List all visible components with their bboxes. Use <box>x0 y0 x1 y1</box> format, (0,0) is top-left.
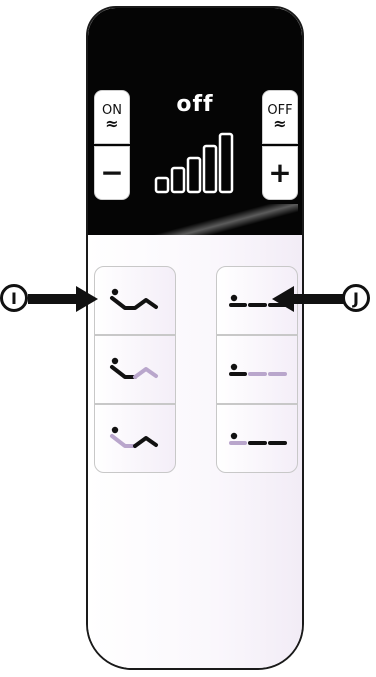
plus-button[interactable]: + <box>262 146 298 200</box>
left-arrow-icon <box>272 286 344 312</box>
intensity-bars-icon <box>154 132 234 194</box>
callout-i-label: I <box>0 284 28 312</box>
minus-button[interactable]: − <box>94 146 130 200</box>
recline-mid-icon <box>110 357 158 379</box>
wave-icon: ≈ <box>105 113 119 133</box>
flat-low-icon <box>229 432 287 445</box>
status-text: off <box>176 92 214 117</box>
off-label: OFF <box>267 102 293 118</box>
intensity-bar-5 <box>218 132 234 194</box>
plus-icon: + <box>268 156 292 189</box>
on-label: ON <box>102 102 122 118</box>
intensity-bar-3 <box>186 156 202 194</box>
right-preset-column <box>216 266 298 473</box>
preset-flat-low-button[interactable] <box>216 404 298 473</box>
left-preset-column <box>94 266 176 473</box>
minus-icon: − <box>100 156 124 189</box>
preset-recline-mid-button[interactable] <box>94 335 176 404</box>
preset-recline-full-button[interactable] <box>94 266 176 335</box>
intensity-bar-1 <box>154 176 170 194</box>
preset-flat-mid-button[interactable] <box>216 335 298 404</box>
recline-full-icon <box>110 288 158 310</box>
callout-j-label: J <box>342 284 370 312</box>
remote-control: ON ≈ OFF ≈ − + off <box>86 6 304 670</box>
right-arrow-icon <box>28 286 98 312</box>
off-wave-button[interactable]: OFF ≈ <box>262 90 298 144</box>
preset-recline-low-button[interactable] <box>94 404 176 473</box>
on-wave-button[interactable]: ON ≈ <box>94 90 130 144</box>
recline-low-icon <box>110 426 158 448</box>
wave-icon: ≈ <box>273 113 287 133</box>
intensity-bar-4 <box>202 144 218 194</box>
flat-mid-icon <box>229 363 287 376</box>
intensity-bar-2 <box>170 166 186 194</box>
